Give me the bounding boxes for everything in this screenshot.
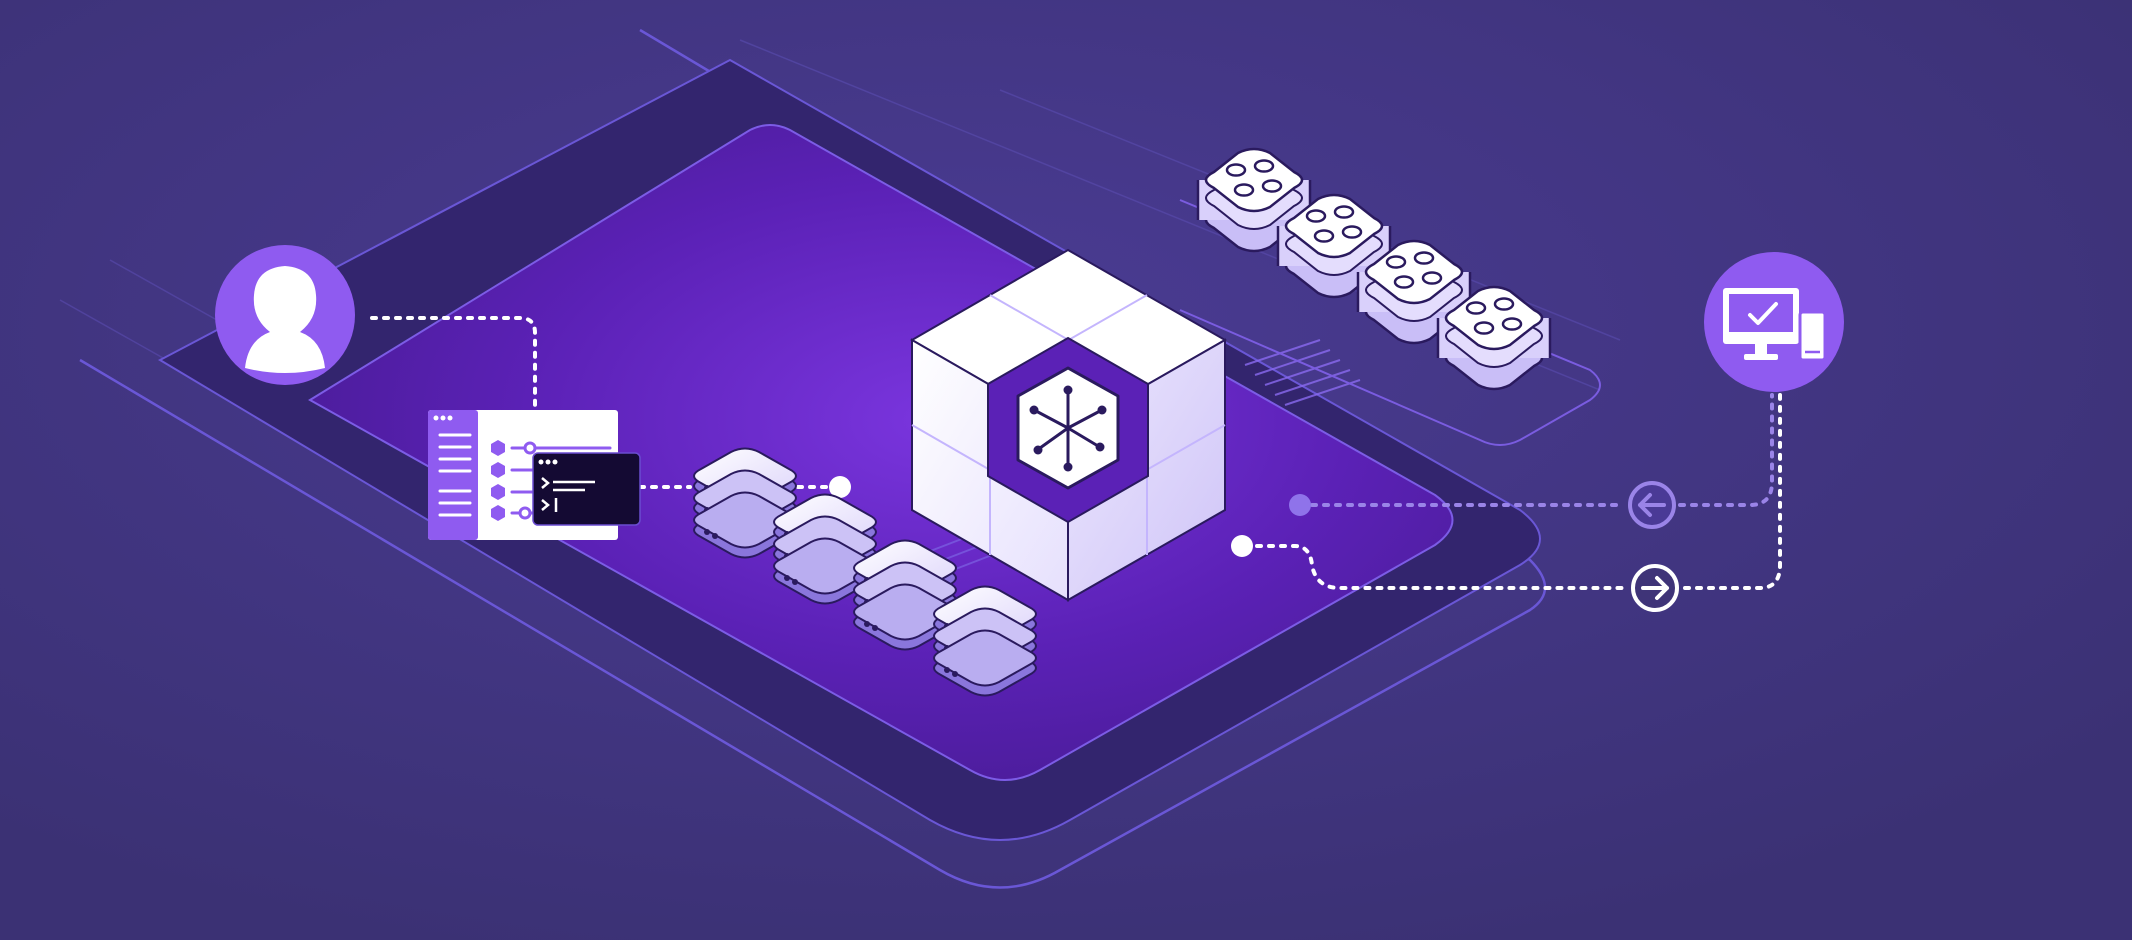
server-led: [704, 529, 710, 535]
connector-inbound: [1298, 393, 1774, 507]
connectors: [370, 316, 1782, 590]
arrow-left-circle-icon: [1628, 481, 1676, 529]
node-dot-outbound: [1231, 535, 1253, 557]
server-led: [864, 621, 870, 627]
modules-tray: [1179, 199, 1601, 446]
module-block: [1196, 147, 1312, 253]
module-port: [1385, 255, 1407, 269]
central-cube: [909, 248, 1228, 602]
server-led: [952, 671, 958, 677]
server-led: [944, 667, 950, 673]
module-port: [1501, 317, 1523, 331]
connector-user-to-dashboard: [370, 316, 537, 410]
terminal-icon: [532, 452, 641, 526]
monitor-phone-check-icon: [1704, 252, 1844, 392]
module-block: [1436, 285, 1552, 391]
server-disc: [933, 629, 1037, 687]
arrow-right-circle-icon: [1631, 564, 1679, 612]
module-port: [1413, 251, 1435, 265]
connector-outbound: [1243, 393, 1782, 590]
server-led: [712, 533, 718, 539]
hub-asterisk-icon: [1016, 366, 1120, 490]
platform-outer-rim: [79, 28, 1547, 889]
module-port: [1253, 159, 1275, 173]
user-icon: [215, 245, 355, 385]
module-port: [1493, 297, 1515, 311]
server-led: [784, 575, 790, 581]
server-stack: [693, 447, 797, 559]
server-led: [872, 625, 878, 631]
server-led: [792, 579, 798, 585]
module-port: [1333, 205, 1355, 219]
node-dot-servers: [829, 476, 851, 498]
module-port: [1225, 163, 1247, 177]
module-port: [1473, 321, 1495, 335]
server-stacks: [693, 447, 1037, 697]
module-port: [1313, 229, 1335, 243]
server-stack: [933, 585, 1037, 697]
module-port: [1393, 275, 1415, 289]
module-port: [1233, 183, 1255, 197]
node-dot-inbound: [1289, 494, 1311, 516]
module-port: [1465, 301, 1487, 315]
module-port: [1341, 225, 1363, 239]
server-stack: [773, 493, 877, 605]
module-port: [1261, 179, 1283, 193]
platform-surface: [308, 124, 1454, 781]
module-port: [1421, 271, 1443, 285]
module-blocks: [1196, 147, 1552, 391]
module-port: [1305, 209, 1327, 223]
hatch-decoration-top: [1244, 339, 1361, 406]
